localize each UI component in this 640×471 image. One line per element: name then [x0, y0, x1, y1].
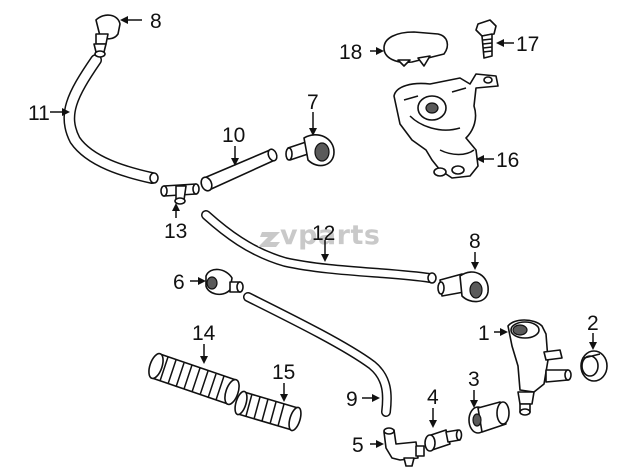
- callout-2: 2: [587, 312, 599, 335]
- callout-13: 13: [164, 220, 187, 243]
- connector-6: [205, 268, 244, 296]
- bolt-17: [475, 19, 497, 59]
- callout-18: 18: [339, 41, 362, 64]
- nozzle-7: [285, 134, 335, 167]
- callout-16: 16: [496, 149, 519, 172]
- callout-9: 9: [346, 388, 358, 411]
- hose-10: [200, 148, 278, 192]
- callout-5: 5: [352, 434, 364, 457]
- cap-18: [383, 31, 449, 67]
- tee-13: [160, 183, 200, 205]
- callout-4: 4: [427, 386, 439, 409]
- callout-leaders: [50, 16, 597, 448]
- grommet-2: [580, 350, 608, 382]
- callout-11: 11: [28, 102, 50, 125]
- hose-11: [63, 54, 159, 184]
- fitting-3: [468, 401, 510, 434]
- hose-9: [243, 292, 392, 417]
- watermark-text: vparts: [280, 220, 380, 251]
- callout-15: 15: [272, 361, 295, 384]
- callout-17: 17: [516, 33, 539, 56]
- elbow-5: [383, 427, 425, 467]
- actuator-16: [393, 73, 499, 179]
- callout-8-middle: 8: [469, 230, 481, 253]
- callout-6: 6: [173, 271, 185, 294]
- nozzle-8-top: [93, 14, 121, 58]
- callout-12: 12: [312, 222, 335, 245]
- pump-1: [507, 319, 572, 416]
- callout-labels: 8 11 18 17 7 10 16 13 12 8 6 1 2 14 15 3…: [28, 10, 599, 457]
- nozzle-8-middle: [437, 271, 489, 303]
- callout-14: 14: [192, 322, 216, 345]
- sleeve-15: [234, 390, 302, 432]
- callout-7: 7: [307, 91, 319, 114]
- hose-12: [201, 210, 437, 284]
- callout-8-top: 8: [150, 10, 162, 33]
- watermark: vparts: [258, 220, 380, 251]
- callout-10: 10: [222, 124, 245, 147]
- callout-1: 1: [478, 322, 490, 345]
- sleeve-14: [148, 352, 240, 406]
- connector-4: [424, 429, 463, 452]
- callout-3: 3: [468, 368, 480, 391]
